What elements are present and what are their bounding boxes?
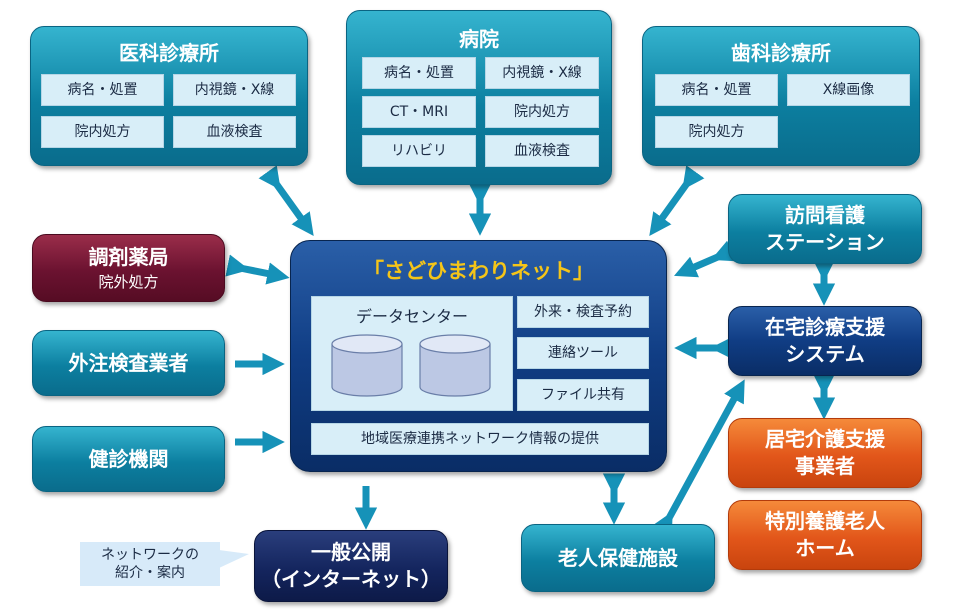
nursing-line2: ステーション <box>765 230 885 254</box>
database-icon <box>331 334 403 397</box>
dental-item: X線画像 <box>787 74 910 106</box>
database-icon <box>419 334 491 397</box>
network-box: 「さどひまわりネット」 データセンター 外来・検査予約 連絡ツール ファイル共有… <box>290 240 667 472</box>
datacenter-panel: データセンター <box>311 296 513 411</box>
pharmacy-subtitle: 院外処方 <box>98 273 159 291</box>
hospital-box: 病院 病名・処置 内視鏡・X線 CT・MRI 院内処方 リハビリ 血液検査 <box>346 10 612 185</box>
arrow-pharmacy-network <box>225 254 290 285</box>
clinic-item: 血液検査 <box>173 116 296 148</box>
database-icons <box>331 334 491 397</box>
pharmacy-title: 調剤薬局 <box>88 245 169 269</box>
checkup-title: 健診機関 <box>88 446 169 471</box>
hospital-item: 内視鏡・X線 <box>485 57 599 89</box>
homecare-line2: システム <box>785 342 865 366</box>
dental-title: 歯科診療所 <box>731 41 831 65</box>
callout-line2: 紹介・案内 <box>115 565 185 581</box>
clinic-item: 内視鏡・X線 <box>173 74 296 106</box>
arrow-clinic-network <box>258 165 314 236</box>
public-line2: （インターネット） <box>261 567 441 591</box>
clinic-title: 医科診療所 <box>119 41 219 65</box>
service-item: ファイル共有 <box>517 379 649 411</box>
clinic-item: 病名・処置 <box>41 74 164 106</box>
special-home-box: 特別養護老人 ホーム <box>728 500 922 570</box>
public-box: 一般公開 （インターネット） <box>254 530 448 602</box>
special-home-line2: ホーム <box>795 536 855 560</box>
homecare-box: 在宅診療支援 システム <box>728 306 922 376</box>
network-info: 地域医療連携ネットワーク情報の提供 <box>311 423 649 455</box>
arrow-dental-network <box>649 165 705 236</box>
hospital-item: CT・MRI <box>362 96 476 128</box>
hospital-item: 院内処方 <box>485 96 599 128</box>
dental-item: 病名・処置 <box>655 74 778 106</box>
hospital-item: 血液検査 <box>485 135 599 167</box>
callout-line1: ネットワークの <box>101 547 199 563</box>
public-line1: 一般公開 <box>311 540 391 564</box>
network-intro-callout: ネットワークの 紹介・案内 <box>80 542 220 586</box>
pharmacy-box: 調剤薬局 院外処方 <box>32 234 225 302</box>
arrow-elderly-homecare <box>652 379 745 537</box>
dental-item: 院内処方 <box>655 116 778 148</box>
datacenter-label: データセンター <box>355 307 468 326</box>
homecare-line1: 在宅診療支援 <box>765 315 885 339</box>
checkup-box: 健診機関 <box>32 426 225 492</box>
nursing-box: 訪問看護 ステーション <box>728 194 922 264</box>
hospital-item: 病名・処置 <box>362 57 476 89</box>
callout-pointer <box>219 550 249 568</box>
network-name: 「さどひまわりネット」 <box>363 259 594 283</box>
special-home-line1: 特別養護老人 <box>765 509 885 533</box>
nursing-line1: 訪問看護 <box>785 203 865 227</box>
service-item: 連絡ツール <box>517 337 649 369</box>
clinic-box: 医科診療所 病名・処置 内視鏡・X線 院内処方 血液検査 <box>30 26 308 166</box>
care-support-line2: 事業者 <box>795 454 855 478</box>
arrow-nursing-network <box>674 240 737 278</box>
lab-title: 外注検査業者 <box>68 350 189 375</box>
care-support-line1: 居宅介護支援 <box>765 427 885 451</box>
dental-box: 歯科診療所 病名・処置 X線画像 院内処方 <box>642 26 920 166</box>
care-support-box: 居宅介護支援 事業者 <box>728 418 922 488</box>
hospital-title: 病院 <box>459 27 499 51</box>
lab-box: 外注検査業者 <box>32 330 225 396</box>
service-item: 外来・検査予約 <box>517 296 649 328</box>
clinic-item: 院内処方 <box>41 116 164 148</box>
elderly-title: 老人保健施設 <box>558 545 678 570</box>
hospital-item: リハビリ <box>362 135 476 167</box>
elderly-box: 老人保健施設 <box>521 524 715 592</box>
